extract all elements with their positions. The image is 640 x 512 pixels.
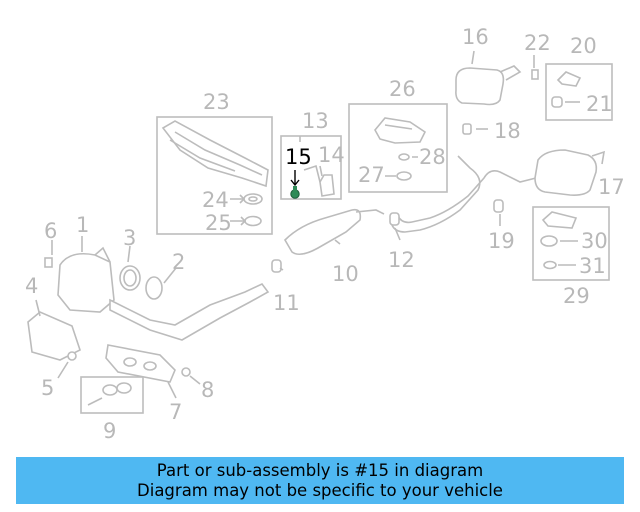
bolt-8 [181,367,191,377]
clamp-18 [462,123,472,135]
bracket-29 [541,211,578,229]
bolt-5 [67,351,77,361]
clamp-3 [119,265,141,291]
group-box-9 [80,376,144,414]
bracket-4 [27,311,81,361]
callout-8: 8 [201,378,215,402]
bolt-6 [44,257,53,268]
nut-31 [543,260,557,270]
bracket-14 [303,164,335,197]
gasket-2 [145,276,163,300]
muffler-17 [534,149,606,196]
callout-17: 17 [598,175,625,199]
callout-4: 4 [25,274,39,298]
bracket-20 [556,71,582,87]
bushing-21 [551,96,563,108]
callout-26: 26 [389,77,416,101]
callout-9: 9 [103,419,117,443]
catalytic-converter-1 [57,246,115,313]
callout-23: 23 [203,90,230,114]
banner-line-1: Part or sub-assembly is #15 in diagram [156,460,484,480]
callout-1: 1 [76,213,90,237]
hanger-19 [493,199,504,213]
callout-3: 3 [123,226,137,250]
front-pipe-10 [109,208,385,341]
info-banner: Part or sub-assembly is #15 in diagram D… [16,457,624,504]
callout-2: 2 [172,250,186,274]
callout-28: 28 [419,145,446,169]
callout-25: 25 [205,211,232,235]
callout-29: 29 [563,284,590,308]
flange-7 [105,344,176,383]
callout-21: 21 [586,92,613,116]
callout-10: 10 [332,262,359,286]
callout-11: 11 [273,291,300,315]
group-box-20 [545,63,613,121]
callout-18: 18 [494,119,521,143]
shield-26 [374,117,427,144]
gasket-set-9 [87,382,132,406]
clamp-11 [271,259,282,273]
nut-27 [396,171,412,181]
callout-27: 27 [358,163,385,187]
callout-7: 7 [169,400,183,424]
callout-13: 13 [302,109,329,133]
callout-22: 22 [524,31,551,55]
callout-20: 20 [570,34,597,58]
rear-pipe [391,155,537,233]
callout-16: 16 [462,25,489,49]
group-box-13 [280,135,342,200]
part-15-nut[interactable] [290,186,300,199]
group-box-26 [348,103,448,193]
heat-shield-23 [161,120,269,188]
callout-14: 14 [318,143,345,167]
callout-24: 24 [202,188,229,212]
callout-6: 6 [44,219,58,243]
muffler-16 [455,65,522,106]
nut-28 [398,153,410,161]
callout-12: 12 [388,248,415,272]
group-box-29 [532,206,610,281]
clamp-12 [389,212,400,226]
callout-19: 19 [488,229,515,253]
callout-31: 31 [579,254,606,278]
bolt-22 [531,69,539,80]
callout-15-highlighted: 15 [285,145,312,169]
banner-line-2: Diagram may not be specific to your vehi… [137,480,503,500]
group-box-23 [156,116,273,235]
callout-30: 30 [581,229,608,253]
gasket-24 [243,193,263,205]
gasket-25 [244,215,262,227]
callout-5: 5 [41,376,55,400]
gasket-30 [540,235,558,247]
